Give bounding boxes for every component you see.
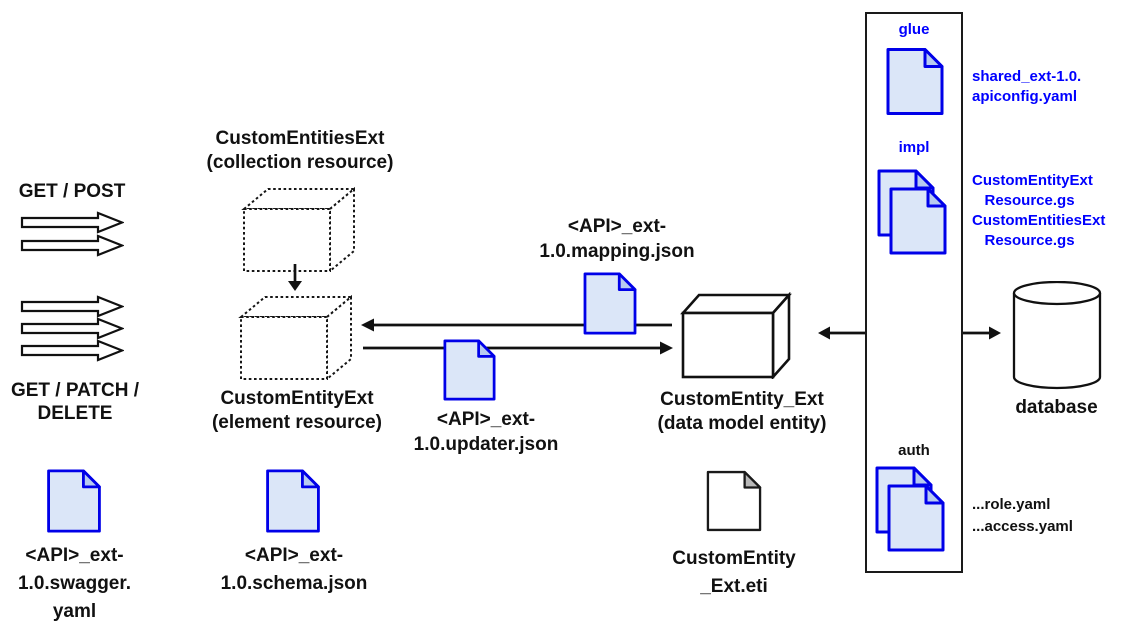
- eti-file-icon: [706, 470, 762, 532]
- mapping-file-icon: [583, 272, 637, 335]
- auth-files-list: ...role.yaml ...access.yaml: [972, 496, 1073, 535]
- collection-to-element-arrow: [288, 264, 302, 291]
- resource-to-model-arrow: [363, 341, 673, 355]
- auth-section-label: auth: [898, 442, 930, 459]
- request-arrow-icon: [20, 234, 124, 257]
- glue-file-icon: [886, 48, 944, 115]
- schema-file-icon: [266, 469, 320, 533]
- storage-to-model-arrow: [818, 326, 865, 340]
- swagger-file-label: <API>_ext- 1.0.swagger. yaml: [17, 545, 131, 622]
- updater-file-label: <API>_ext- 1.0.updater.json: [413, 409, 559, 455]
- auth-files-icon: [875, 466, 945, 552]
- glue-section-label: glue: [898, 21, 930, 38]
- request-arrow-icon: [20, 339, 124, 362]
- collection-resource-cube-icon: [241, 186, 357, 273]
- collection-resource-title: CustomEntitiesExt (collection resource): [206, 128, 394, 173]
- get-post-label: GET / POST: [18, 181, 126, 202]
- element-resource-cube-icon: [238, 294, 354, 381]
- updater-file-icon: [443, 339, 496, 401]
- schema-file-label: <API>_ext- 1.0.schema.json: [220, 545, 368, 594]
- request-arrow-icon: [20, 295, 124, 318]
- data-model-cube-icon: [680, 292, 792, 379]
- mapping-file-label: <API>_ext- 1.0.mapping.json: [539, 216, 695, 262]
- data-model-label: CustomEntity_Ext (data model entity): [657, 389, 827, 434]
- storage-to-database-arrow: [961, 326, 1001, 340]
- glue-files-list: shared_ext-1.0. apiconfig.yaml: [972, 68, 1082, 105]
- swagger-file-icon: [47, 469, 101, 533]
- database-label: database: [1015, 397, 1098, 418]
- impl-section-label: impl: [898, 139, 930, 156]
- request-arrow-icon: [20, 317, 124, 340]
- get-patch-delete-label: GET / PATCH / DELETE: [10, 380, 140, 424]
- eti-file-label: CustomEntity _Ext.eti: [672, 548, 796, 597]
- impl-files-icon: [877, 169, 947, 255]
- request-arrow-icon: [20, 211, 124, 234]
- impl-files-list: CustomEntityExt Resource.gs CustomEntiti…: [972, 172, 1106, 249]
- element-resource-label: CustomEntityExt (element resource): [211, 388, 382, 433]
- database-cylinder-icon: [1012, 281, 1102, 390]
